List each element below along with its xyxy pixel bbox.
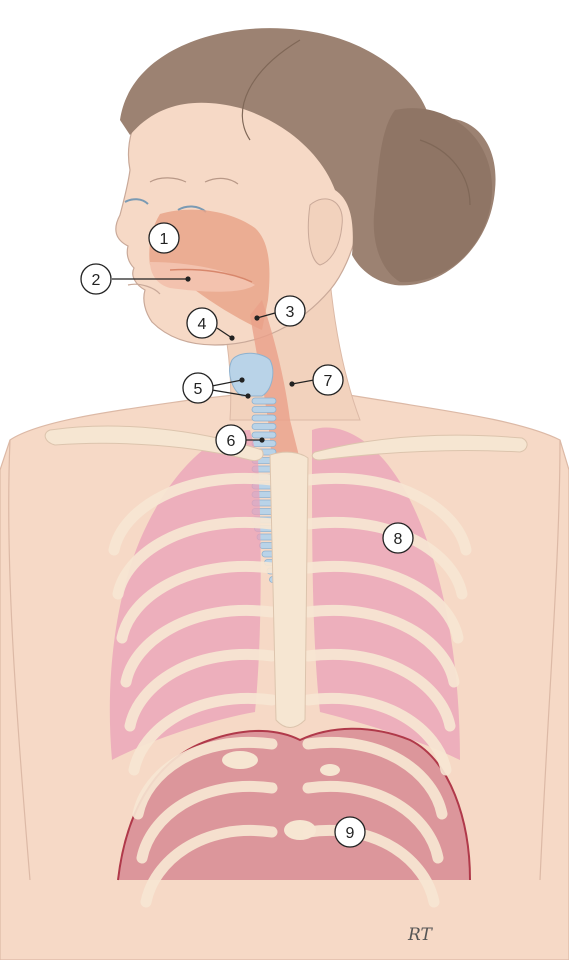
trachea-ring bbox=[252, 424, 276, 430]
callout-1-label: 1 bbox=[160, 231, 169, 248]
callout-5: 5 bbox=[183, 373, 213, 403]
sternum bbox=[270, 452, 308, 727]
leader-dot-3 bbox=[255, 316, 259, 320]
callout-8: 8 bbox=[383, 523, 413, 553]
callout-7-label: 7 bbox=[324, 373, 333, 390]
trachea-ring bbox=[252, 415, 276, 421]
leader-dot-7 bbox=[290, 382, 294, 386]
larynx bbox=[230, 353, 273, 396]
callout-9: 9 bbox=[335, 817, 365, 847]
leader-dot-2 bbox=[186, 277, 190, 281]
leader-dot-6 bbox=[260, 438, 264, 442]
artist-signature: RT bbox=[407, 925, 434, 945]
callout-6-label: 6 bbox=[227, 433, 236, 450]
trachea-ring bbox=[252, 432, 276, 438]
callout-1: 1 bbox=[149, 223, 179, 253]
leader-dot-4 bbox=[230, 336, 234, 340]
callout-4: 4 bbox=[187, 308, 217, 338]
callout-2-label: 2 bbox=[92, 272, 101, 289]
leader-dot-5a bbox=[240, 378, 244, 382]
callout-3: 3 bbox=[275, 296, 305, 326]
leader-dot-5b bbox=[246, 394, 250, 398]
diaphragm-opening bbox=[222, 751, 258, 769]
callout-7: 7 bbox=[313, 365, 343, 395]
trachea-ring bbox=[252, 407, 276, 413]
callout-8-label: 8 bbox=[394, 531, 403, 548]
diaphragm-opening bbox=[320, 764, 340, 776]
callout-5-label: 5 bbox=[194, 381, 203, 398]
callout-2: 2 bbox=[81, 264, 111, 294]
callout-4-label: 4 bbox=[198, 316, 207, 333]
callout-3-label: 3 bbox=[286, 304, 295, 321]
callout-9-label: 9 bbox=[346, 825, 355, 842]
trachea-ring bbox=[252, 398, 276, 404]
callout-6: 6 bbox=[216, 425, 246, 455]
